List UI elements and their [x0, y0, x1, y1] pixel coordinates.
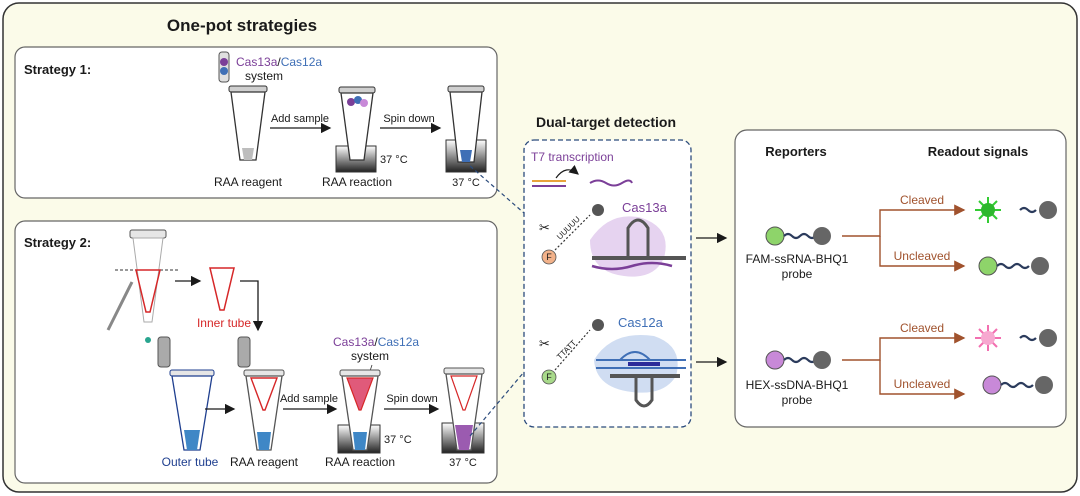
t7-label: T7 transcription: [531, 150, 614, 164]
strategy1-step1: Add sample: [271, 113, 329, 125]
heading-dual-target: Dual-target detection: [536, 114, 676, 130]
strategy1-system-word: system: [245, 69, 283, 83]
strategy2-tube-reaction: [337, 369, 381, 454]
heading-reporters: Reporters: [765, 144, 826, 159]
outer-tube-icon: [157, 336, 215, 451]
strategy2-step1: Add sample: [280, 393, 338, 405]
hex-uncleaved-label: Uncleaved: [894, 377, 951, 391]
fam-probe-icon: [765, 226, 831, 246]
strategy2-step2: Spin down: [386, 393, 437, 405]
strategy2-system-title: Cas13a/Cas12a: [333, 335, 419, 349]
cas12a-complex: [594, 335, 686, 408]
fam-uncleaved-label: Uncleaved: [894, 249, 951, 263]
cas13a-complex: [590, 216, 686, 277]
hex-probe-sub: probe: [782, 393, 813, 407]
fam-uncleaved-signal: [978, 256, 1049, 276]
strategy2-system-word: system: [351, 349, 389, 363]
fam-cleaved-signal: [975, 197, 1057, 223]
strategy1-tube1-label: RAA reagent: [214, 175, 283, 189]
hex-cleaved-arrow: [842, 332, 966, 361]
cas13a-label: Cas13a: [622, 200, 668, 215]
fam-cleaved-arrow: [842, 204, 966, 237]
strategy2-tube-reagent: [237, 336, 285, 451]
outer-tube-label: Outer tube: [162, 455, 219, 469]
inner-tube-label: Inner tube: [197, 316, 251, 330]
hex-uncleaved-signal: [982, 375, 1053, 395]
t7-transcription-icon: [532, 164, 633, 187]
strategy2-inner-tube-making: [106, 229, 180, 343]
fluor-label-dna: F: [546, 372, 552, 382]
hex-uncleaved-arrow: [879, 360, 966, 400]
strategy1-tube2-label: RAA reaction: [322, 175, 392, 189]
heading-readout: Readout signals: [928, 144, 1028, 159]
hex-probe-icon: [765, 350, 831, 370]
fluor-label-rna: F: [546, 252, 552, 262]
inner-tube-icon: [209, 267, 235, 311]
connector-strategy1: [469, 165, 525, 214]
fam-cleaved-label: Cleaved: [900, 193, 944, 207]
strategy1-tube-reagent: [228, 85, 268, 161]
scissors-icon-2: ✂: [539, 336, 550, 351]
strategy2-block-temp: 37 °C: [384, 434, 412, 446]
strategy2-tube-spun: [441, 367, 485, 454]
scissors-icon: ✂: [539, 220, 550, 235]
cas12a-label: Cas12a: [618, 315, 664, 330]
fam-uncleaved-arrow: [879, 236, 966, 272]
strategy1-label: Strategy 1:: [24, 62, 91, 77]
strategy2-tube1-label: RAA reagent: [230, 455, 299, 469]
hex-cleaved-label: Cleaved: [900, 321, 944, 335]
strategy2-panel: [14, 220, 498, 484]
strategy2-tube2-label: RAA reaction: [325, 455, 395, 469]
fam-probe-name: FAM-ssRNA-BHQ1: [746, 252, 849, 266]
strategy1-final-temp: 37 °C: [452, 177, 480, 189]
strategy1-step2: Spin down: [383, 113, 434, 125]
strategy1-system-title: Cas13a/Cas12a: [236, 55, 322, 69]
strategy2-arrow-insert: [240, 280, 264, 332]
hex-probe-name: HEX-ssDNA-BHQ1: [746, 378, 849, 392]
strategy1-tube-spun: [445, 85, 487, 173]
hex-cleaved-signal: [975, 325, 1057, 351]
cas-system-icon: [218, 51, 230, 83]
strategy1-block-temp: 37 °C: [380, 154, 408, 166]
strategy2-final-temp: 37 °C: [449, 457, 477, 469]
heading-one-pot: One-pot strategies: [167, 16, 317, 35]
strategy2-label: Strategy 2:: [24, 235, 91, 250]
fam-probe-sub: probe: [782, 267, 813, 281]
strategy1-tube-reaction: [335, 86, 377, 173]
